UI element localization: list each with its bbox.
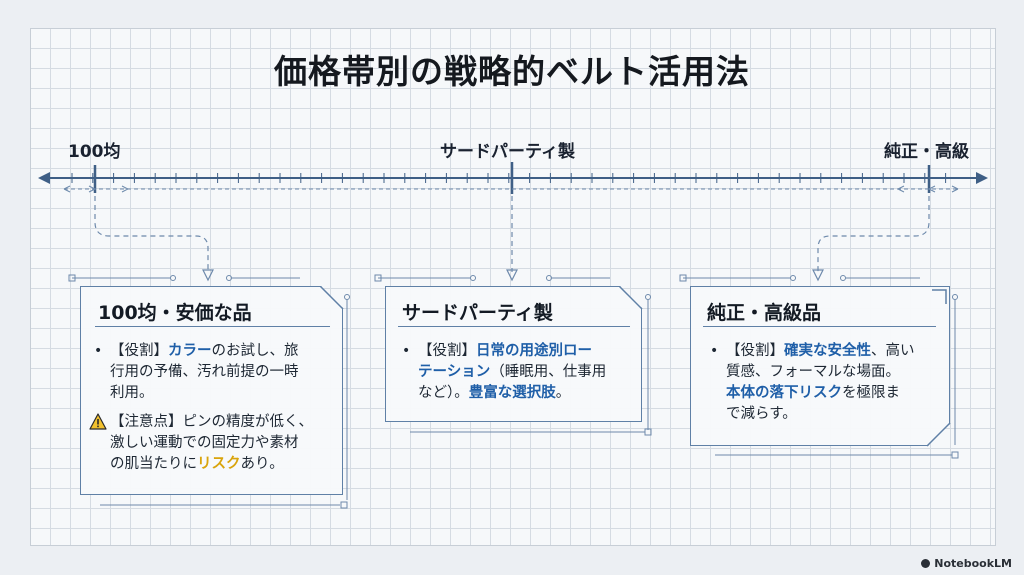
connector-right	[817, 196, 930, 272]
card-budget-divider	[95, 326, 330, 327]
caution-text: 【注意点】ピンの精度が低く、	[110, 414, 313, 430]
card-premium-tab	[932, 289, 947, 304]
card-premium	[690, 286, 950, 446]
card-premium-divider	[703, 326, 936, 327]
bullet: •	[710, 343, 719, 359]
role-highlight: 本体の落下リスク	[726, 385, 842, 401]
role-prefix: 【役割】	[726, 343, 784, 359]
role-prefix: 【役割】	[110, 343, 168, 359]
caution-text: あり。	[240, 456, 284, 472]
role-text: で減らす。	[726, 406, 797, 422]
bullet: •	[402, 343, 411, 359]
brand-name: NotebookLM	[934, 557, 1012, 570]
role-text: のお試し、旅	[211, 343, 299, 359]
role-text: 質感、フォーマルな場面。	[726, 364, 900, 380]
connector-center-arrow	[506, 269, 518, 282]
role-text: （睡眠用、仕事用	[490, 364, 607, 380]
brand-logo-icon	[921, 559, 931, 568]
page-title: 価格帯別の戦略的ベルト活用法	[274, 52, 750, 91]
caution-text: の肌当たりに	[110, 456, 197, 472]
card-budget-role: • 【役割】カラーのお試し、旅 行用の予備、汚れ前提の一時 利用。	[94, 341, 336, 404]
role-highlight: テーション	[418, 364, 491, 380]
card-third-party-title: サードパーティ製	[402, 302, 553, 324]
role-prefix: 【役割】	[418, 343, 476, 359]
card-third-party-corner	[618, 286, 643, 310]
role-text: 利用。	[110, 385, 154, 401]
card-third-party-role: • 【役割】日常の用途別ロー テーション（睡眠用、仕事用 など）。豊富な選択肢。	[402, 341, 640, 404]
card-third-party-divider	[398, 326, 630, 327]
timeline-label-left: 100均	[68, 142, 121, 162]
role-text: など）。	[418, 385, 469, 401]
card-third-party	[385, 286, 642, 422]
card-budget-caution: 【注意点】ピンの精度が低く、 激しい運動での固定力や素材 の肌当たりにリスクあり…	[89, 412, 340, 475]
role-text: を極限ま	[842, 385, 900, 401]
card-decorations	[68, 274, 959, 509]
connector-left-arrow	[202, 269, 214, 282]
role-text: 。	[555, 385, 571, 401]
card-premium-title: 純正・高級品	[707, 302, 822, 324]
warning-icon	[89, 413, 107, 430]
range-dimension-line	[63, 185, 959, 193]
timeline-label-center: サードパーティ製	[440, 142, 575, 162]
role-text: 行用の予備、汚れ前提の一時	[110, 364, 299, 380]
card-budget-corner	[319, 286, 344, 310]
card-premium-corner	[926, 422, 951, 447]
connector-right-arrow	[812, 269, 824, 282]
role-highlight: 日常の用途別ロー	[476, 343, 592, 359]
role-highlight: 確実な安全性	[784, 343, 871, 359]
brand-watermark: NotebookLM	[921, 557, 1012, 570]
caution-text: 激しい運動での固定力や素材	[110, 435, 299, 451]
role-highlight: カラー	[168, 343, 212, 359]
role-text: 、高い	[871, 343, 915, 359]
role-highlight: 豊富な選択肢	[468, 385, 556, 401]
card-budget-title: 100均・安価な品	[98, 302, 252, 324]
card-budget	[80, 286, 343, 495]
bullet: •	[94, 343, 103, 359]
timeline-ticks	[71, 173, 947, 183]
caution-highlight: リスク	[197, 456, 241, 472]
connector-left	[94, 196, 209, 272]
timeline-label-right: 純正・高級	[884, 142, 969, 162]
card-premium-role: • 【役割】確実な安全性、高い 質感、フォーマルな場面。 本体の落下リスクを極限…	[710, 341, 946, 425]
